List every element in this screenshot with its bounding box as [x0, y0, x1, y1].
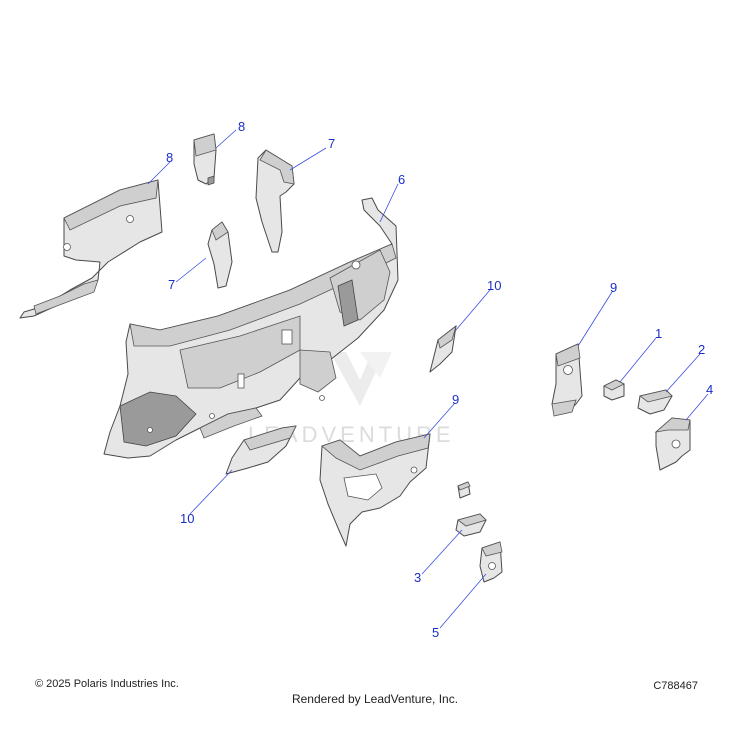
part-7-upper-bracket: [255, 149, 295, 253]
rendered-by-text: Rendered by LeadVenture, Inc.: [291, 692, 459, 706]
callout-3: 3: [414, 570, 421, 585]
part-small-cube: [457, 481, 471, 499]
diagram-part-number: C788467: [653, 680, 698, 692]
part-6-firewall: [103, 197, 399, 459]
callout-8-left: 8: [166, 150, 173, 165]
part-8-left-panel: [19, 179, 163, 319]
part-4-panel: [654, 417, 691, 471]
part-7-lower-bracket: [207, 221, 233, 289]
callout-2: 2: [698, 342, 705, 357]
callout-1: 1: [655, 326, 662, 341]
callout-labels: 8 8 7 7 6 10 9 1 2 4 9 10 3 5: [166, 119, 713, 640]
part-10-large-insulator: [225, 425, 297, 475]
callout-4: 4: [706, 382, 713, 397]
callout-10-upper: 10: [487, 278, 501, 293]
part-2-pad: [637, 389, 673, 415]
leader-lines: [147, 129, 709, 629]
callout-5: 5: [432, 625, 439, 640]
part-3-pad: [455, 513, 487, 537]
callout-7-upper: 7: [328, 136, 335, 151]
callout-9-right: 9: [610, 280, 617, 295]
callout-8-top: 8: [238, 119, 245, 134]
part-10-small-insulator: [429, 324, 457, 373]
part-8-small-block: [193, 133, 217, 186]
callout-7-lower: 7: [168, 277, 175, 292]
part-5-panel: [479, 541, 503, 583]
callout-10-lower: 10: [180, 511, 194, 526]
part-9-center-panel: [319, 433, 431, 547]
callout-9-center: 9: [452, 392, 459, 407]
part-1-block: [603, 379, 625, 401]
copyright-text: © 2025 Polaris Industries Inc.: [35, 678, 179, 690]
part-9-right-bracket: [551, 343, 583, 417]
callout-6: 6: [398, 172, 405, 187]
